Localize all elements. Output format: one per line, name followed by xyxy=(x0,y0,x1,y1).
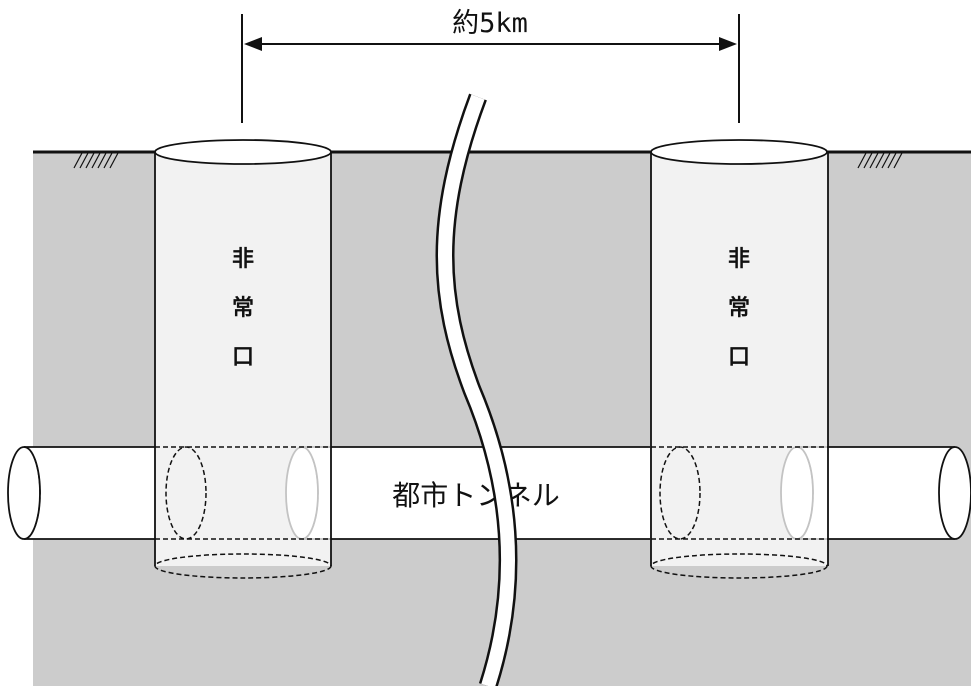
shaft-left: 非 常 口 xyxy=(154,139,332,579)
shaft-left-top xyxy=(154,139,332,165)
dimension-arrow-left xyxy=(244,37,262,51)
distance-dimension: 約5km xyxy=(241,8,740,123)
shaft-left-char-1: 非 xyxy=(232,247,254,272)
ground-hatch-right xyxy=(857,152,903,169)
dimension-arrow-right xyxy=(719,37,737,51)
shaft-right-body xyxy=(651,152,828,566)
shaft-left-tunnel-section xyxy=(165,446,207,540)
shaft-right: 非 常 口 xyxy=(650,139,829,579)
ground-hatch-left xyxy=(73,152,119,169)
tunnel-label: 都市トンネル xyxy=(392,479,559,512)
shaft-left-char-3: 口 xyxy=(232,345,254,370)
shaft-right-char-2: 常 xyxy=(728,295,750,321)
shaft-right-char-1: 非 xyxy=(728,247,750,272)
distance-label: 約5km xyxy=(452,8,528,39)
tunnel-segment-left xyxy=(24,447,155,539)
shaft-left-char-2: 常 xyxy=(232,295,254,321)
shaft-right-top xyxy=(650,139,828,165)
shaft-left-bottom xyxy=(154,553,332,579)
tunnel-end-right-outer xyxy=(938,446,971,540)
break-symbol xyxy=(435,93,518,686)
shaft-left-body xyxy=(155,152,331,566)
shaft-right-bottom xyxy=(650,553,828,579)
tunnel-segment-middle xyxy=(302,447,650,539)
shaft-right-char-3: 口 xyxy=(728,345,750,370)
